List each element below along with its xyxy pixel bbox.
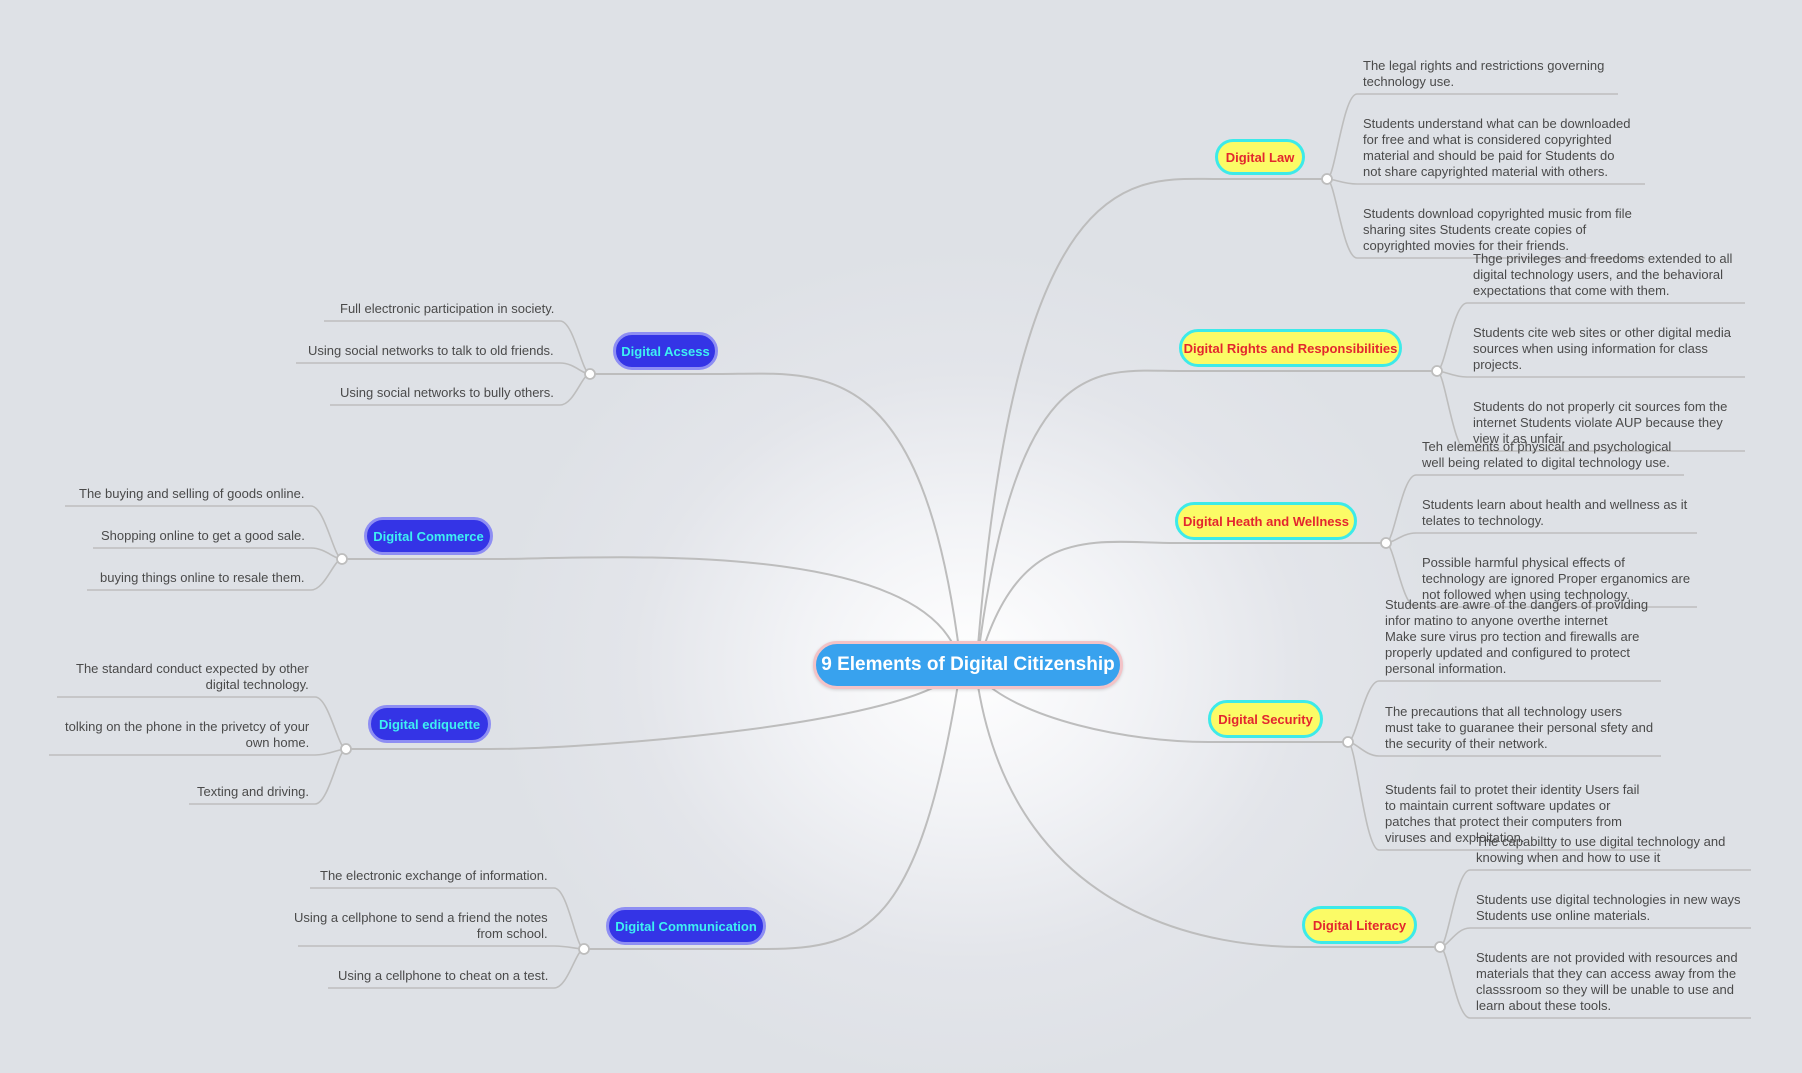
- junction-knob-left-3[interactable]: [578, 943, 590, 955]
- subtopic-security-1[interactable]: Students are awre of the dangers of prov…: [1385, 597, 1649, 676]
- subtopic-literacy-3[interactable]: Students are not provided with resources…: [1476, 950, 1738, 1013]
- sub-line-right-4-1: [1439, 927, 1751, 948]
- topic-digital-etiquette[interactable]: Digital ediquette: [368, 705, 491, 743]
- subtopic-communication-1[interactable]: The electronic exchange of information.: [320, 868, 548, 883]
- junction-knob-right-0[interactable]: [1321, 173, 1333, 185]
- subtopic-law-1[interactable]: The legal rights and restrictions govern…: [1363, 58, 1605, 89]
- branch-line-left-2: [490, 669, 959, 750]
- subtopic-health-1[interactable]: Teh elements of physical and psychologic…: [1422, 439, 1672, 470]
- subtopic-communication-3[interactable]: Using a cellphone to cheat on a test.: [338, 968, 549, 983]
- sub-line-left-0-1: [296, 362, 591, 375]
- junction-knob-right-1[interactable]: [1431, 365, 1443, 377]
- subtopic-access-1[interactable]: Full electronic participation in society…: [340, 301, 555, 316]
- root-topic[interactable]: 9 Elements of Digital Citizenship: [813, 641, 1123, 689]
- sub-line-right-3-2: [1347, 741, 1661, 851]
- branch-line-left-3: [765, 683, 959, 950]
- subtopic-rights-2[interactable]: Students cite web sites or other digital…: [1473, 325, 1731, 372]
- junction-knob-left-1[interactable]: [336, 553, 348, 565]
- subtopic-etiquette-3[interactable]: Texting and driving.: [197, 784, 310, 799]
- branch-line-right-0: [977, 177, 1216, 647]
- subtopic-access-2[interactable]: Using social networks to talk to old fri…: [308, 343, 554, 358]
- junction-knob-right-3[interactable]: [1342, 736, 1354, 748]
- subtopic-literacy-1[interactable]: The capabiltty to use digital technology…: [1476, 834, 1726, 865]
- branch-line-right-2: [977, 540, 1176, 667]
- subtopic-communication-2[interactable]: Using a cellphone to send a friend the n…: [294, 910, 548, 941]
- subtopic-access-3[interactable]: Using social networks to bully others.: [340, 385, 554, 400]
- subtopic-literacy-2[interactable]: Students use digital technologies in new…: [1476, 892, 1741, 923]
- sub-line-right-2-1: [1385, 532, 1697, 544]
- topic-digital-access[interactable]: Digital Acsess: [613, 332, 718, 370]
- topic-digital-health-and-wellness[interactable]: Digital Heath and Wellness: [1175, 502, 1357, 540]
- junction-knob-left-0[interactable]: [584, 368, 596, 380]
- subtopic-etiquette-2[interactable]: tolking on the phone in the privetcy of …: [65, 719, 310, 750]
- subtopic-commerce-2[interactable]: Shopping online to get a good sale.: [101, 528, 305, 543]
- subtopic-commerce-1[interactable]: The buying and selling of goods online.: [79, 486, 305, 501]
- branch-line-right-1: [977, 369, 1180, 657]
- topic-digital-law[interactable]: Digital Law: [1215, 139, 1305, 175]
- subtopic-rights-3[interactable]: Students do not properly cit sources fom…: [1473, 399, 1728, 446]
- topic-digital-rights-and-responsibilities[interactable]: Digital Rights and Responsibilities: [1179, 329, 1402, 367]
- subtopic-security-3[interactable]: Students fail to protet their identity U…: [1385, 782, 1640, 845]
- subtopic-etiquette-1[interactable]: The standard conduct expected by other d…: [76, 661, 309, 692]
- topic-digital-literacy[interactable]: Digital Literacy: [1302, 906, 1417, 944]
- subtopic-commerce-3[interactable]: buying things online to resale them.: [100, 570, 305, 585]
- subtopic-rights-1[interactable]: Thge privileges and freedoms extended to…: [1473, 251, 1733, 298]
- branch-line-left-1: [492, 556, 959, 657]
- subtopic-health-3[interactable]: Possible harmful physical effects of tec…: [1422, 555, 1691, 602]
- topic-digital-communication[interactable]: Digital Communication: [606, 907, 766, 945]
- subtopic-law-2[interactable]: Students understand what can be download…: [1363, 116, 1631, 179]
- subtopic-security-2[interactable]: The precautions that all technology user…: [1385, 704, 1654, 751]
- junction-knob-left-2[interactable]: [340, 743, 352, 755]
- junction-knob-right-4[interactable]: [1434, 941, 1446, 953]
- branch-line-right-4: [977, 685, 1303, 948]
- topic-digital-security[interactable]: Digital Security: [1208, 700, 1323, 738]
- sub-line-left-1-1: [93, 547, 343, 560]
- subtopic-health-2[interactable]: Students learn about health and wellness…: [1422, 497, 1688, 528]
- subtopic-law-3[interactable]: Students download copyrighted music from…: [1363, 206, 1632, 253]
- branch-line-left-0: [717, 372, 959, 643]
- topic-digital-commerce[interactable]: Digital Commerce: [364, 517, 493, 555]
- sub-line-left-3-1: [298, 945, 585, 950]
- junction-knob-right-2[interactable]: [1380, 537, 1392, 549]
- branch-line-right-3: [977, 675, 1209, 743]
